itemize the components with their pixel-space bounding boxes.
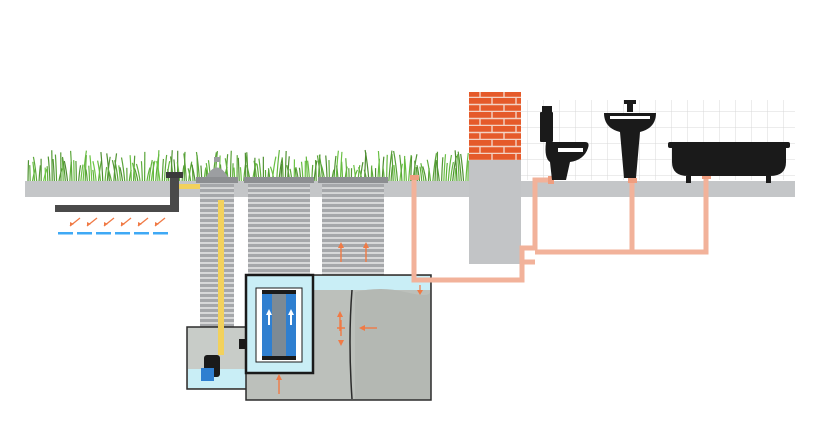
flow-arrow-icon [266,309,294,325]
bathtub-icon [668,142,790,183]
riser-pipes [196,157,388,329]
brick-chimney-icon [469,92,521,160]
sink-icon [604,100,656,178]
filter-chamber [244,273,315,375]
ground-surface [25,181,795,197]
house-wall [469,160,521,264]
drainage-field [55,172,201,235]
sewer-pipe-network [411,176,709,283]
toilet-icon [540,106,589,180]
flow-arrows [276,242,423,394]
pump-chamber [186,200,249,390]
pump-icon [201,355,220,381]
